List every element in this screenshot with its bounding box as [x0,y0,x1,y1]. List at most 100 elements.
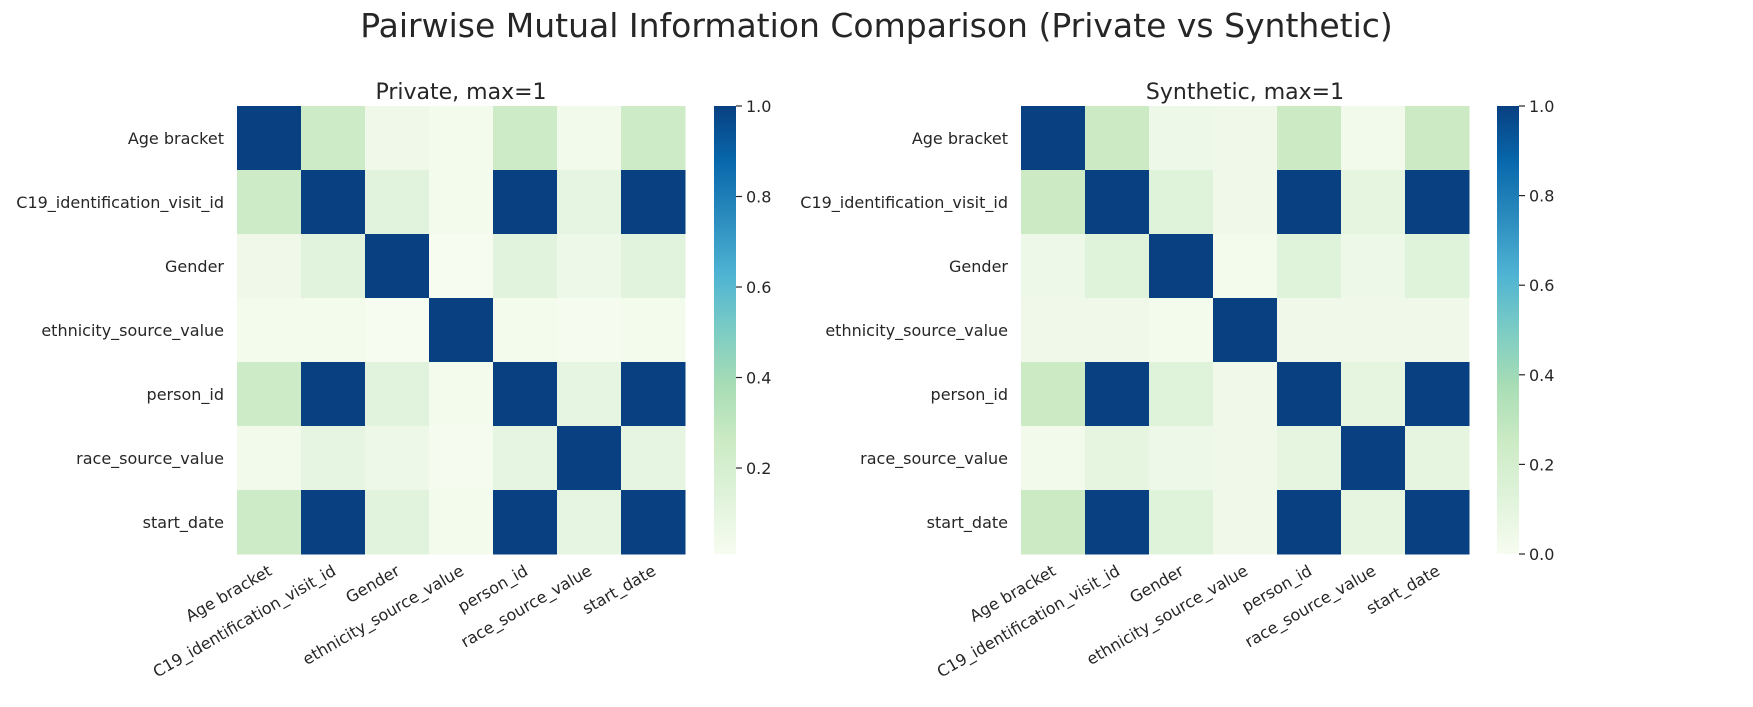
colorbar-tick-label: 1.0 [746,97,771,116]
heatmap-cell [1277,298,1342,363]
y-tick-label: person_id [147,385,224,405]
heatmap-cell [1149,106,1214,171]
heatmap-cell [557,362,622,427]
heatmap-cell [429,490,494,555]
x-tick-label: start_date [1363,561,1443,619]
heatmap-cell [237,298,302,363]
heatmap-cell [1341,106,1406,171]
colorbar-tick-label: 1.0 [1529,97,1554,116]
heatmap-cell [1277,106,1342,171]
y-tick-label: person_id [931,385,1008,405]
heatmap-cell [429,106,494,171]
heatmap-cell [1405,170,1470,235]
heatmap-cell [1149,298,1214,363]
heatmap-cell [557,298,622,363]
heatmap-cell [1405,234,1470,299]
heatmap-cell [301,362,366,427]
heatmap-cell [1149,362,1214,427]
synthetic-colorbar [1497,106,1519,554]
heatmap-cell [1021,234,1086,299]
heatmap-cell [365,170,430,235]
heatmap-cell [1405,298,1470,363]
heatmap-cell [237,490,302,555]
colorbar-tick-label: 0.6 [1529,276,1554,295]
y-tick-label: start_date [143,513,224,533]
heatmap-cell [493,170,558,235]
heatmap-cell [365,362,430,427]
colorbar-tick-label: 0.4 [746,369,771,388]
heatmap-cell [557,490,622,555]
heatmap-cell [237,106,302,171]
heatmap-cell [1085,106,1150,171]
heatmap-cell [1213,106,1278,171]
y-tick-label: Gender [949,257,1008,276]
heatmap-cell [1021,170,1086,235]
heatmap-cell [557,106,622,171]
colorbar-tick-label: 0.2 [1529,455,1554,474]
heatmap-cell [557,170,622,235]
heatmap-cell [1021,490,1086,555]
heatmap-cell [1149,426,1214,491]
colorbar-tick-label: 0.2 [746,459,771,478]
colorbar-tick-label: 0.8 [1529,187,1554,206]
heatmap-cell [1277,490,1342,555]
heatmap-cell [237,426,302,491]
heatmap-cell [1405,490,1470,555]
heatmap-cell [1085,490,1150,555]
colorbar-tick-label: 0.4 [1529,366,1554,385]
heatmap-cell [1405,426,1470,491]
synthetic-chart-title: Synthetic, max=1 [1146,80,1344,105]
x-tick-label: start_date [579,561,659,619]
heatmap-cell [301,298,366,363]
heatmap-cell [429,426,494,491]
heatmap-cell [1149,490,1214,555]
heatmap-cell [1085,426,1150,491]
private-colorbar [714,106,736,554]
heatmap-cell [1405,362,1470,427]
heatmap-cell [621,234,686,299]
heatmap-cell [1277,234,1342,299]
heatmap-cell [1213,362,1278,427]
heatmap-cell [1213,298,1278,363]
heatmap-cell [301,170,366,235]
heatmap-cell [621,362,686,427]
heatmap-cell [301,106,366,171]
private-chart-title: Private, max=1 [375,80,546,105]
heatmap-cell [1277,170,1342,235]
heatmap-cell [237,170,302,235]
heatmap-cell [493,426,558,491]
y-tick-label: Age bracket [912,129,1008,148]
heatmap-cell [1277,426,1342,491]
heatmap-cell [301,490,366,555]
heatmap-cell [621,426,686,491]
heatmap-cell [429,362,494,427]
y-tick-label: C19_identification_visit_id [800,193,1008,213]
heatmap-cell [429,298,494,363]
heatmap-cell [365,426,430,491]
y-tick-label: Age bracket [128,129,224,148]
heatmap-cell [365,490,430,555]
heatmap-cell [1341,362,1406,427]
heatmap-cell [429,234,494,299]
heatmap-cell [1405,106,1470,171]
colorbar-tick-label: 0.0 [1529,545,1554,564]
heatmap-cell [557,426,622,491]
heatmap-cell [301,234,366,299]
heatmap-cell [557,234,622,299]
y-tick-label: Gender [165,257,224,276]
heatmap-cell [1277,362,1342,427]
heatmap-cell [365,234,430,299]
heatmap-cell [1213,426,1278,491]
y-tick-label: ethnicity_source_value [41,321,224,341]
heatmap-cell [1341,490,1406,555]
heatmap-cell [301,426,366,491]
heatmap-cell [1341,298,1406,363]
heatmap-cell [365,298,430,363]
heatmap-cell [1213,490,1278,555]
y-tick-label: C19_identification_visit_id [16,193,224,213]
heatmap-cell [1213,234,1278,299]
heatmap-cell [1341,170,1406,235]
